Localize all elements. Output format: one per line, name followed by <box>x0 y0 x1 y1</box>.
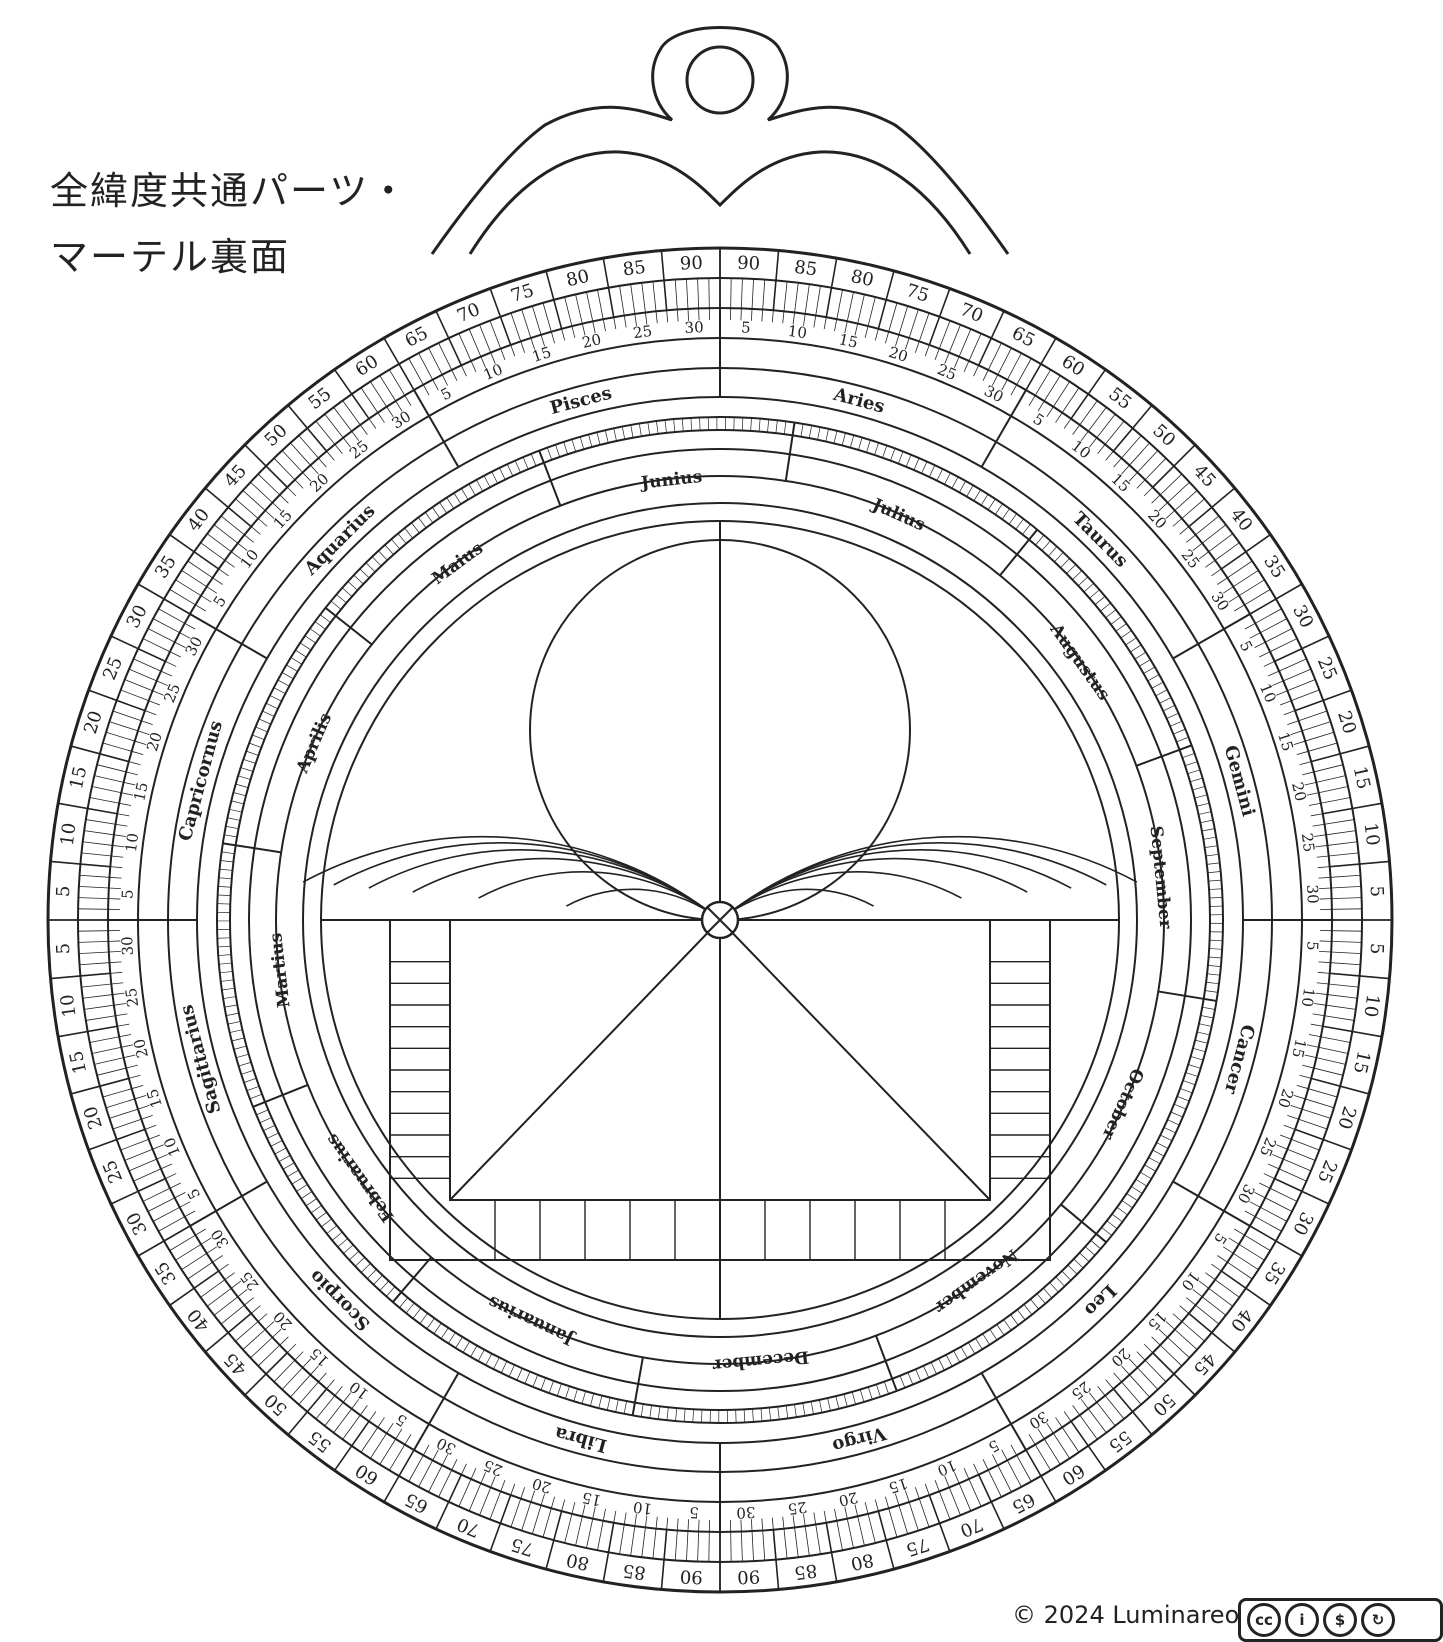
nc-icon: $ <box>1323 1603 1357 1637</box>
altitude-label: 90 <box>679 253 703 275</box>
sa-icon: ↻ <box>1361 1603 1395 1637</box>
zodiac-degree-label: 25 <box>632 322 653 342</box>
altitude-label: 85 <box>622 1559 647 1583</box>
zodiac-degree-label: 30 <box>736 1503 756 1522</box>
zodiac-degree-label: 10 <box>632 1498 653 1518</box>
zodiac-degree-label: 5 <box>741 318 751 336</box>
zodiac-degree-label: 30 <box>118 936 137 956</box>
altitude-tick-minor <box>1332 909 1362 910</box>
cc-icon: cc <box>1247 1603 1281 1637</box>
by-icon: i <box>1285 1603 1319 1637</box>
altitude-tick-minor <box>731 1532 732 1562</box>
altitude-label: 85 <box>793 257 818 281</box>
zodiac-degree-label: 10 <box>787 322 808 342</box>
altitude-tick-minor <box>1332 931 1362 932</box>
altitude-label: 90 <box>679 1565 703 1587</box>
altitude-label: 5 <box>53 885 74 897</box>
zodiac-degree-label: 25 <box>122 987 142 1008</box>
altitude-label: 5 <box>53 942 74 954</box>
zodiac-degree-label: 5 <box>689 1503 699 1521</box>
zodiac-degree-label: 5 <box>1303 941 1321 951</box>
zodiac-degree-label: 10 <box>122 832 142 853</box>
altitude-label: 85 <box>793 1559 818 1583</box>
altitude-label: 90 <box>737 1565 761 1587</box>
altitude-tick-minor <box>78 931 108 932</box>
altitude-label: 90 <box>737 253 761 275</box>
zodiac-degree-label: 30 <box>1303 884 1322 904</box>
zodiac-degree-label: 5 <box>118 889 136 899</box>
altitude-tick-minor <box>709 1532 710 1562</box>
altitude-label: 85 <box>622 257 647 281</box>
altitude-label: 5 <box>1366 885 1387 897</box>
license-badge[interactable]: cc i $ ↻ <box>1238 1598 1443 1642</box>
altitude-label: 10 <box>57 993 81 1018</box>
zodiac-degree-label: 25 <box>1298 832 1318 853</box>
altitude-tick-minor <box>731 278 732 308</box>
zodiac-degree-label: 10 <box>1298 987 1318 1008</box>
throne-outline <box>432 28 1008 255</box>
altitude-label: 5 <box>1366 942 1387 954</box>
copyright-text: © 2024 Luminareo <box>1012 1601 1239 1629</box>
zodiac-degree-label: 25 <box>787 1498 808 1518</box>
altitude-label: 10 <box>1359 822 1383 847</box>
throne-and-ring <box>432 28 1008 255</box>
altitude-label: 10 <box>57 822 81 847</box>
altitude-tick-minor <box>78 909 108 910</box>
zodiac-degree-label: 30 <box>684 318 704 337</box>
altitude-label: 10 <box>1359 993 1383 1018</box>
altitude-tick-minor <box>709 278 710 308</box>
